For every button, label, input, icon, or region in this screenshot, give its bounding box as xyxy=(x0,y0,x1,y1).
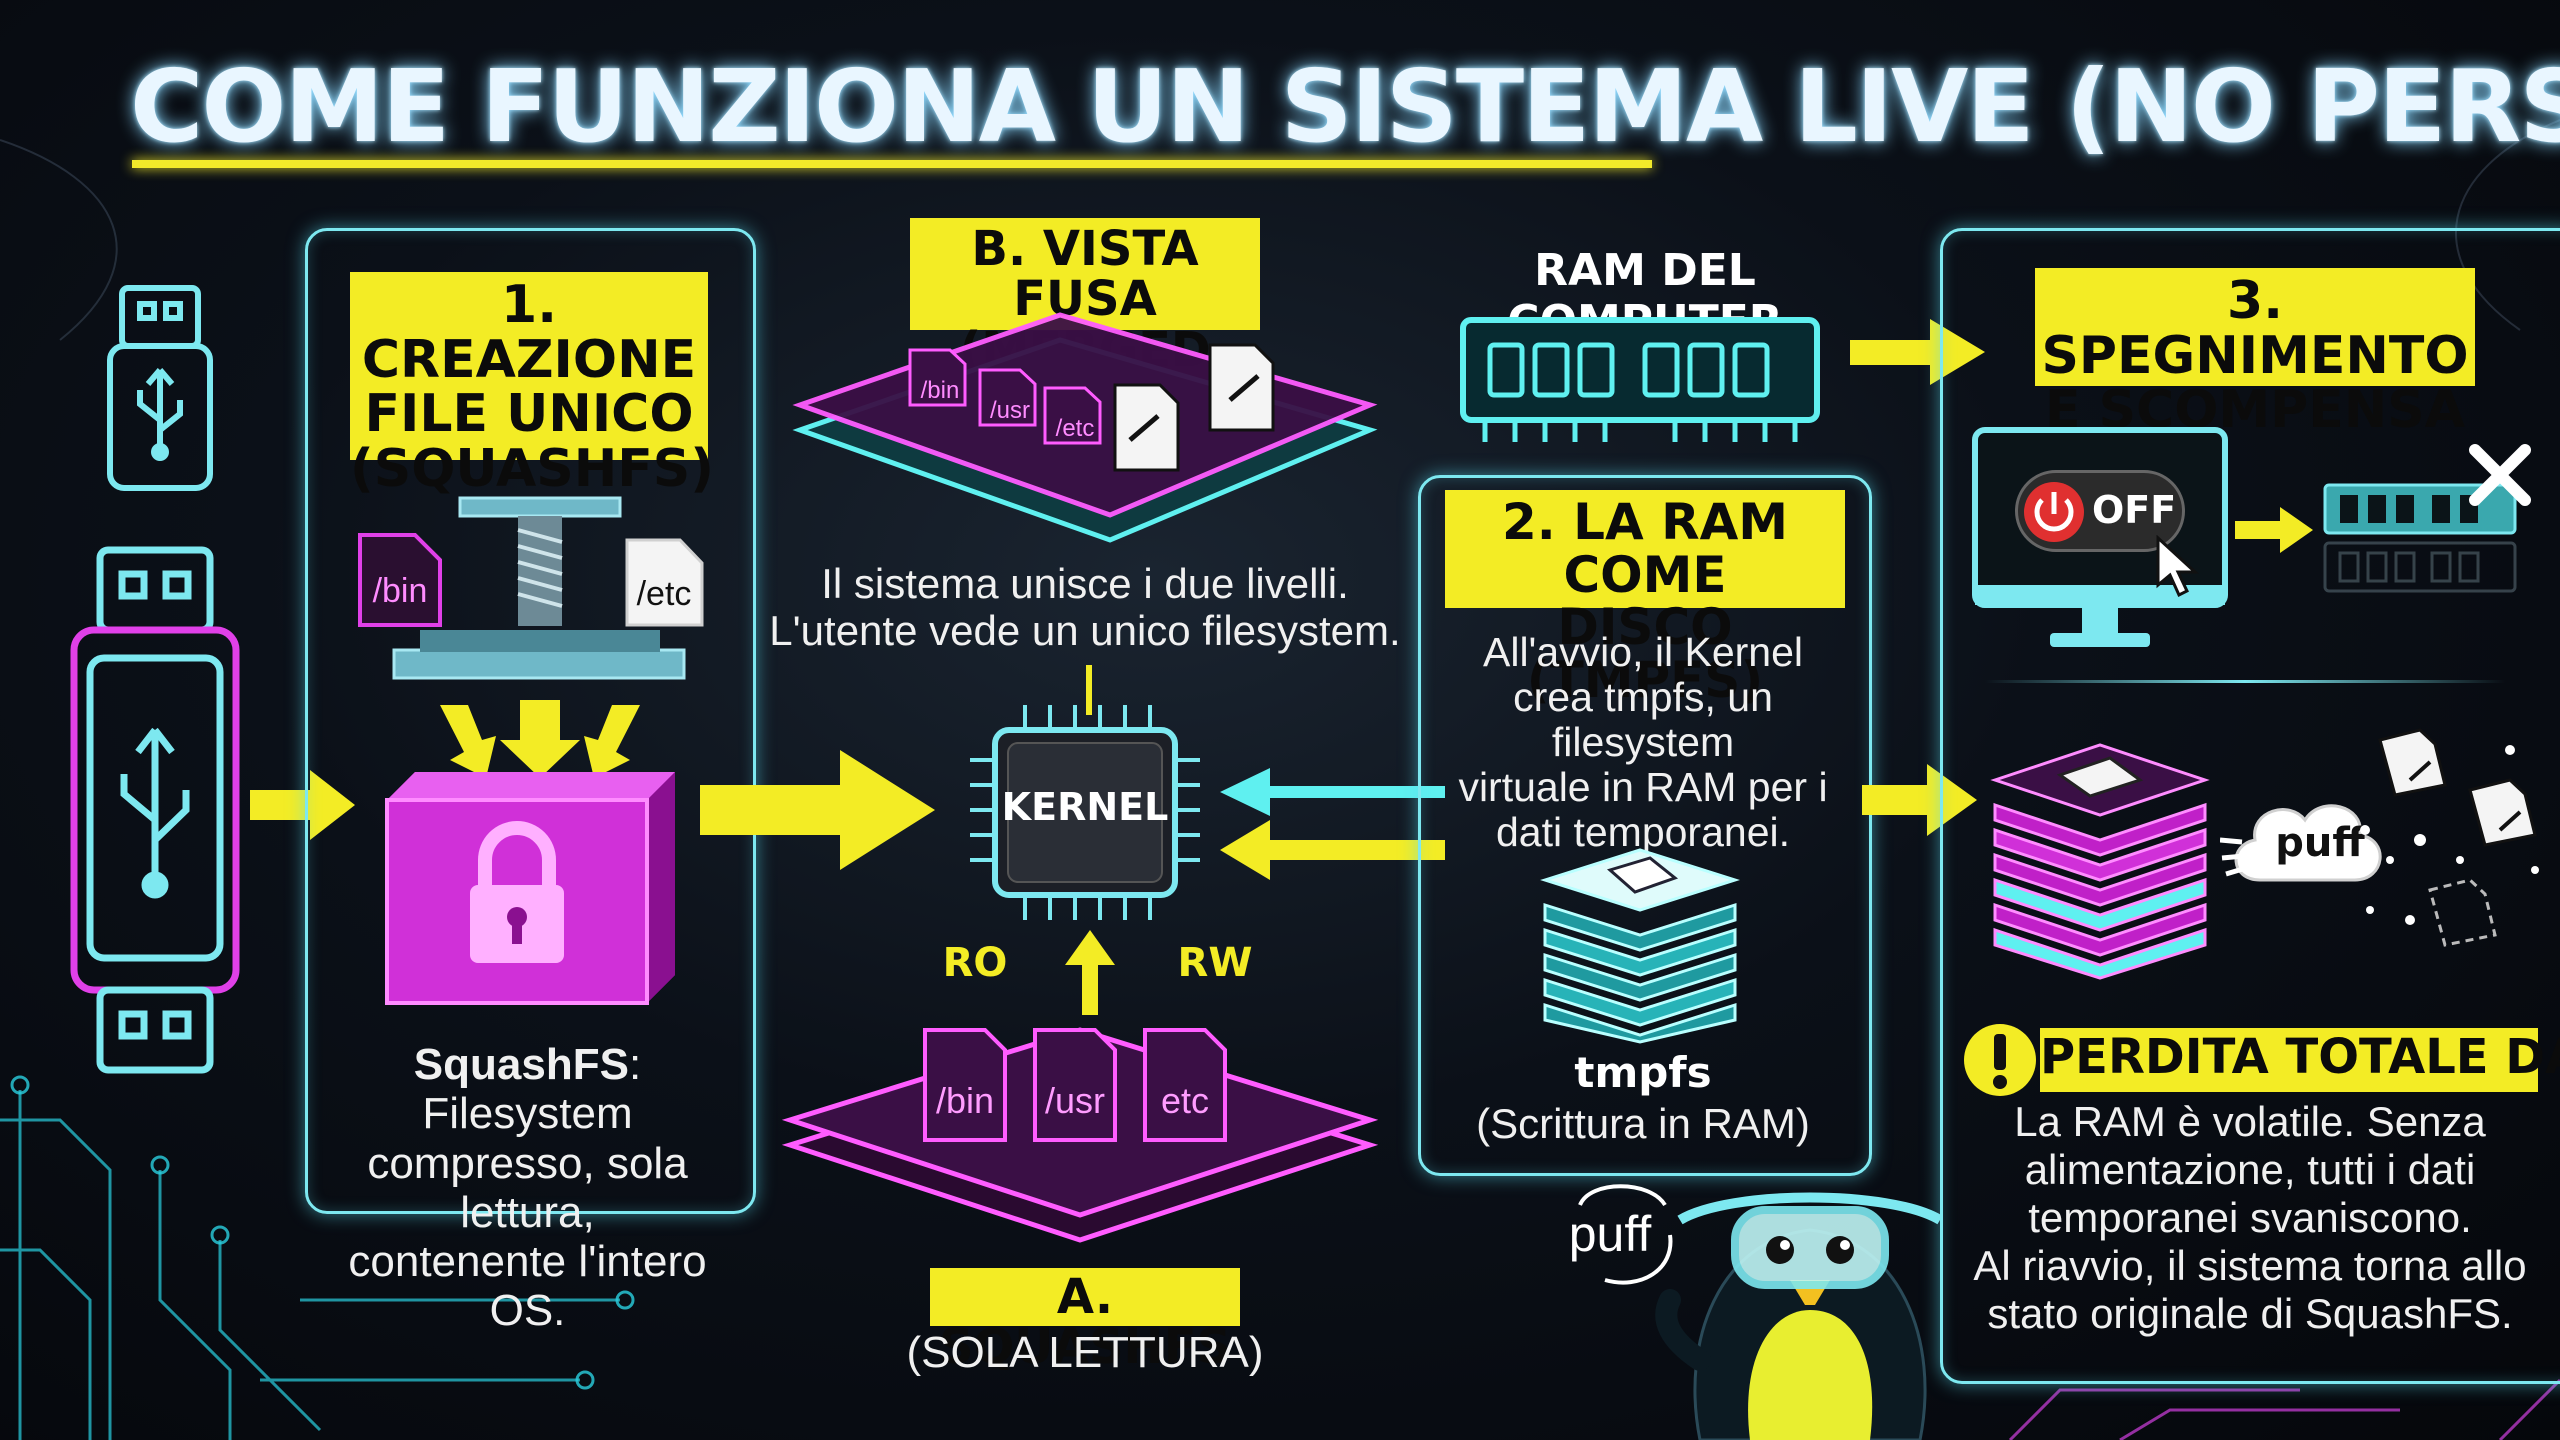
merged-file-bin: /bin xyxy=(920,377,960,404)
step3-divider xyxy=(1985,680,2505,683)
merged-file-usr: /usr xyxy=(989,397,1030,424)
puff-label: puff xyxy=(2275,820,2365,866)
mascot-speech-text: puff xyxy=(1568,1206,1652,1262)
arrows-tmpfs-to-kernel-icon xyxy=(1220,768,1445,880)
squashfs-layer-icon xyxy=(781,1027,1379,1243)
merged-connector xyxy=(1086,665,1092,715)
tmpfs-label: tmpfs xyxy=(1574,1048,1712,1097)
warning-line1: La RAM è volatile. Senza xyxy=(2014,1098,2486,1145)
ram-fading-icon xyxy=(2323,483,2517,593)
tmpfs-stack-icon xyxy=(1540,848,1740,1044)
step1-desc-bold: SquashFS xyxy=(413,1040,629,1089)
label-squashfs-layer: A. SQUASHFS xyxy=(930,1268,1240,1373)
puff-cloud-icon xyxy=(2220,804,2382,882)
layer-file-etc: etc xyxy=(1160,1080,1210,1121)
compression-press-icon xyxy=(392,496,686,680)
warning-line5: stato originale di SquashFS. xyxy=(1987,1289,2513,1337)
layer-file-usr: /usr xyxy=(1044,1080,1105,1121)
arrow-layer-to-kernel-icon xyxy=(1065,930,1115,1015)
panel-step2-tmpfs xyxy=(1418,475,1872,1176)
label-step2: 2. LA RAM COME DISCO (TMPFS) xyxy=(1445,490,1845,706)
page-title: COME FUNZIONA UN SISTEMA LIVE (NO PERSIS… xyxy=(130,48,2560,165)
warning-title: PERDITA TOTALE DATI! xyxy=(2040,1028,2560,1092)
warning-line4: Al riavvio, il sistema torna allo xyxy=(1973,1241,2527,1289)
penguin-mascot-icon xyxy=(1655,1192,1943,1440)
kernel-label: KERNEL xyxy=(1001,785,1169,829)
usb-stick-large-icon xyxy=(70,546,240,1074)
off-label: OFF xyxy=(2092,488,2177,532)
squashfs-layer-sublabel: (SOLA LETTURA) xyxy=(906,1328,1264,1377)
warning-line2: alimentazione, tutti i dati xyxy=(2024,1145,2476,1193)
layer-file-bin: /bin xyxy=(935,1080,995,1121)
close-x-icon xyxy=(2469,444,2531,506)
label-step1-line1: 1. CREAZIONE xyxy=(361,275,697,390)
ram-module-icon xyxy=(1460,317,1820,442)
ro-label: RO xyxy=(942,940,1008,986)
arrow-tmpfs-to-lost-icon xyxy=(1862,764,1977,836)
step2-description: All'avvio, il Kernel crea tmpfs, un file… xyxy=(1420,629,1866,856)
step1-desc-line2: compresso, sola lettura, xyxy=(367,1138,688,1237)
squashfs-lock-box-icon xyxy=(385,772,675,1005)
mouse-cursor-icon xyxy=(2156,535,2199,598)
label-step1-line2: FILE UNICO xyxy=(364,384,694,445)
step2-desc-line2: crea tmpfs, un filesystem xyxy=(1513,674,1773,766)
flying-files-icon xyxy=(2360,728,2539,947)
merged-file-etc: /etc xyxy=(1055,415,1095,442)
step2-desc-line3: virtuale in RAM per i xyxy=(1458,764,1828,811)
arrow-ram-to-shutdown-icon xyxy=(1850,319,1985,385)
step1-desc-rest: : Filesystem xyxy=(422,1040,642,1139)
label-step2-line2: DISCO (TMPFS) xyxy=(1526,598,1764,709)
mascot-speech-bubble-icon xyxy=(1578,1184,1673,1285)
panel-step1-creazione xyxy=(305,228,756,1214)
label-merged-line1: B. VISTA FUSA xyxy=(971,221,1199,328)
warning-icon xyxy=(1964,1024,2036,1096)
tmpfs-sublabel: (Scrittura in RAM) xyxy=(1476,1100,1810,1147)
file-bin-icon xyxy=(358,533,442,627)
kernel-chip-icon xyxy=(970,705,1200,920)
merged-view-layers-icon xyxy=(792,312,1378,543)
step1-desc-line3: contenente l'intero OS. xyxy=(348,1237,707,1336)
arrow-squashfs-to-kernel-icon xyxy=(700,750,935,870)
warning-line3: temporanei svaniscono. xyxy=(2028,1193,2472,1241)
file-etc-icon xyxy=(625,538,704,627)
merged-description: Il sistema unisce i due livelli. L'utent… xyxy=(760,560,1410,654)
label-step3: 3. SPEGNIMENTO E SCOMPENSA xyxy=(2035,268,2475,437)
title-underline xyxy=(132,160,1652,168)
merged-desc-line1: Il sistema unisce i due livelli. xyxy=(821,560,1349,607)
arrow-shutdown-icon xyxy=(2235,507,2313,553)
file-etc-label: /etc xyxy=(636,575,692,613)
arrow-usb-to-squashfs-icon xyxy=(250,770,355,840)
label-step1: 1. CREAZIONE FILE UNICO (SQUASHFS) xyxy=(350,272,714,496)
step2-desc-line4: dati temporanei. xyxy=(1495,809,1790,856)
panel-step3-spegnimento xyxy=(1940,228,2560,1384)
vanishing-data-stack-icon xyxy=(1990,743,2210,980)
step1-description: SquashFS: Filesystem compresso, sola let… xyxy=(310,1040,745,1336)
label-step1-line3: (SQUASHFS) xyxy=(350,438,714,499)
warning-description: La RAM è volatile. Senza alimentazione, … xyxy=(1950,1098,2550,1337)
usb-stick-small-icon xyxy=(107,285,213,491)
step2-desc-line1: All'avvio, il Kernel xyxy=(1482,629,1803,675)
file-bin-label: /bin xyxy=(372,572,428,610)
rw-label: RW xyxy=(1177,940,1253,986)
merged-desc-line2: L'utente vede un unico filesystem. xyxy=(769,607,1401,655)
power-icon xyxy=(2024,482,2084,542)
label-step2-line1: 2. LA RAM COME xyxy=(1501,493,1789,604)
compress-arrows-icon xyxy=(440,700,640,778)
label-step3-line1: 3. SPEGNIMENTO xyxy=(2041,271,2469,386)
